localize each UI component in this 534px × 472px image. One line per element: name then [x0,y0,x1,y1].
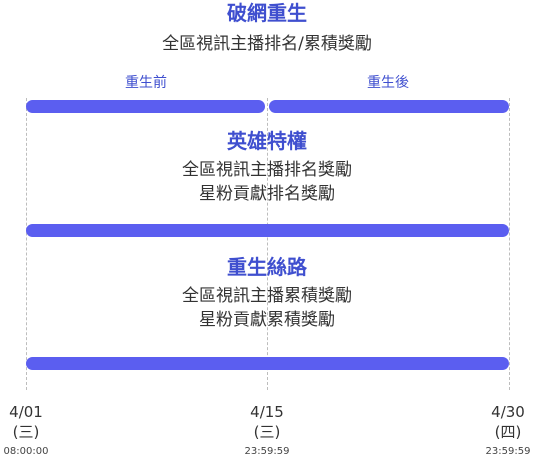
date-label: 4/30 [491,403,525,421]
section-reward-line: 全區視訊主播排名獎勵 [182,160,352,180]
date-label: 4/15 [250,403,284,421]
section-reward-line: 全區視訊主播排名/累積獎勵 [162,34,372,54]
section-reward-line: 星粉貢獻累積獎勵 [199,310,335,330]
time-label: 23:59:59 [244,446,290,457]
time-label: 08:00:00 [3,446,49,457]
section-title: 破網重生 [227,1,307,25]
timeline-date-start: 4/01 (三) [0,402,66,442]
date-label: 4/01 [9,403,43,421]
timeline-bar-before [26,100,265,113]
section-reward-line: 全區視訊主播累積獎勵 [182,286,352,306]
timeline-bar-full [26,357,509,370]
weekday-label: (三) [253,423,281,441]
section-rebirth: 破網重生 全區視訊主播排名/累積獎勵 [0,0,534,56]
section-title: 英雄特權 [227,129,307,153]
timeline-divider-end [509,98,510,390]
timeline-bar-full [26,224,509,237]
section-silk-road: 重生絲路 全區視訊主播累積獎勵 星粉貢獻累積獎勵 [0,254,534,332]
timeline-divider-start [26,98,27,390]
timeline-date-end: 4/30 (四) [468,402,534,442]
section-reward-line: 星粉貢獻排名獎勵 [199,184,335,204]
time-label: 23:59:59 [485,446,531,457]
phase-before-label: 重生前 [125,75,167,91]
weekday-label: (三) [12,423,40,441]
phase-after-label: 重生後 [367,75,409,91]
timeline-bar-after [269,100,509,113]
weekday-label: (四) [494,423,522,441]
timeline-divider-mid [267,98,268,390]
section-hero-privilege: 英雄特權 全區視訊主播排名獎勵 星粉貢獻排名獎勵 [0,128,534,206]
timeline-date-mid: 4/15 (三) [227,402,307,442]
section-title: 重生絲路 [227,255,307,279]
